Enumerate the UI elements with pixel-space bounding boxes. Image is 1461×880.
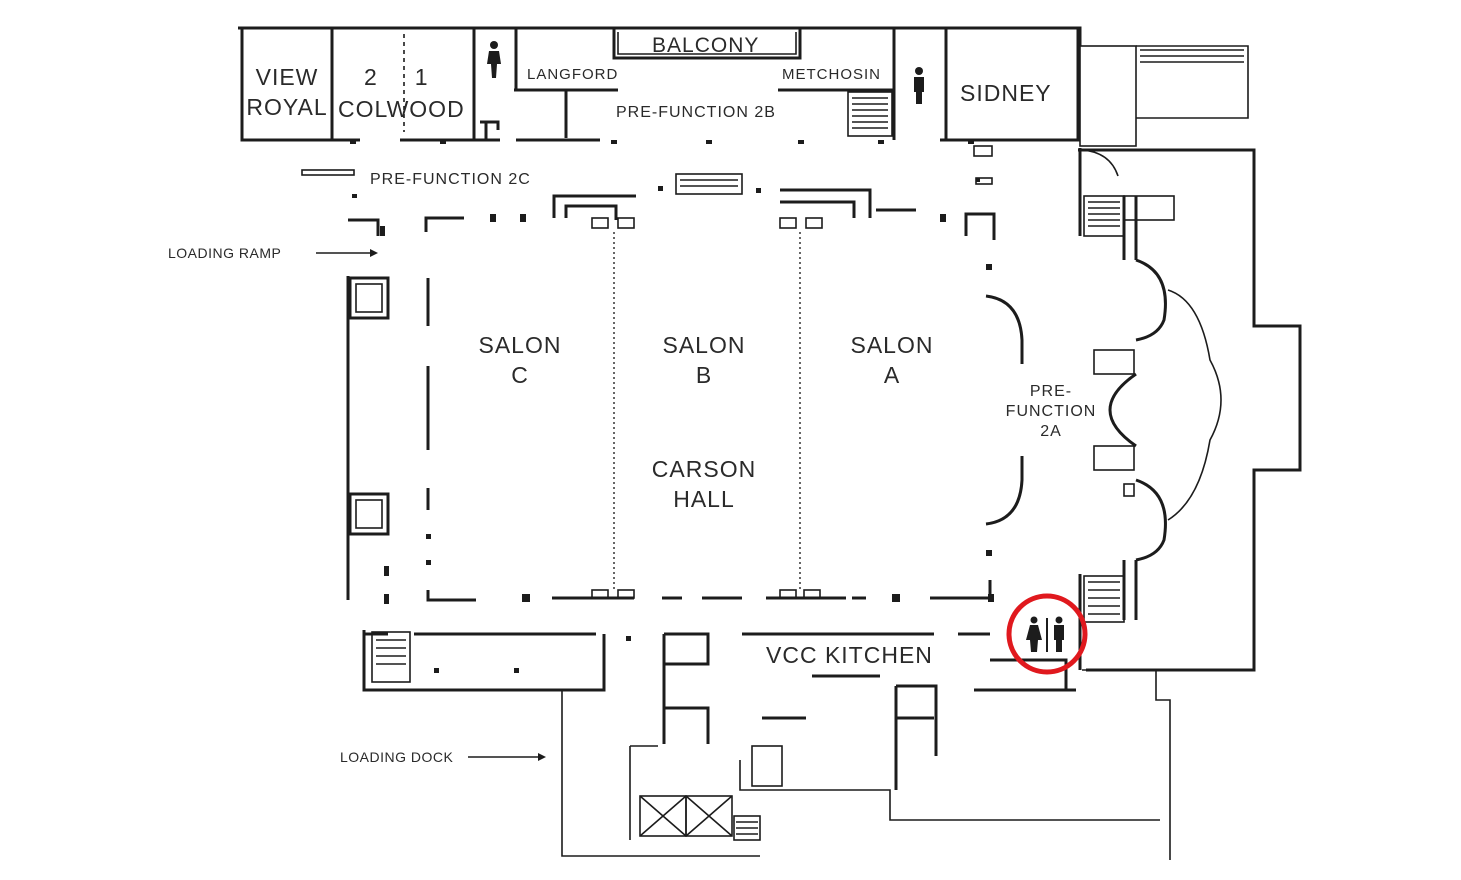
room-carson-hall: CARSON HALL [651, 456, 757, 513]
room-colwood-numbers: 2 1 [364, 64, 429, 90]
carson-hall-walls [426, 217, 1024, 602]
room-langford: LANGFORD [527, 66, 619, 83]
callout-loading-dock: LOADING DOCK [340, 749, 454, 765]
area-prefunction-2b: PRE-FUNCTION 2B [616, 104, 776, 121]
area-prefunction-2a: PRE- FUNCTION 2A [1005, 383, 1097, 440]
restroom-icon[interactable] [1024, 616, 1070, 654]
room-sidney: SIDNEY [960, 80, 1052, 106]
room-view-royal: VIEW ROYAL [246, 64, 328, 121]
prefunction-2c-walls [301, 145, 996, 240]
highlight-circle [1006, 593, 1088, 675]
room-metchosin: METCHOSIN [782, 66, 881, 83]
room-salon-a: SALON A [850, 332, 934, 389]
top-rooms-walls [238, 26, 1082, 142]
room-vcc-kitchen: VCC KITCHEN [766, 642, 933, 668]
person-icon [914, 67, 924, 104]
loading-ramp-walls [316, 249, 390, 600]
room-salon-b: SALON B [662, 332, 746, 389]
east-wing-walls [1078, 45, 1302, 672]
room-salon-c: SALON C [478, 332, 562, 389]
person-icon [487, 41, 501, 78]
callout-loading-ramp: LOADING RAMP [168, 245, 282, 261]
room-colwood: COLWOOD [338, 96, 465, 122]
area-prefunction-2c: PRE-FUNCTION 2C [370, 171, 531, 188]
column-markers [350, 140, 994, 673]
room-balcony: BALCONY [652, 34, 760, 57]
kitchen-walls [362, 630, 1171, 860]
